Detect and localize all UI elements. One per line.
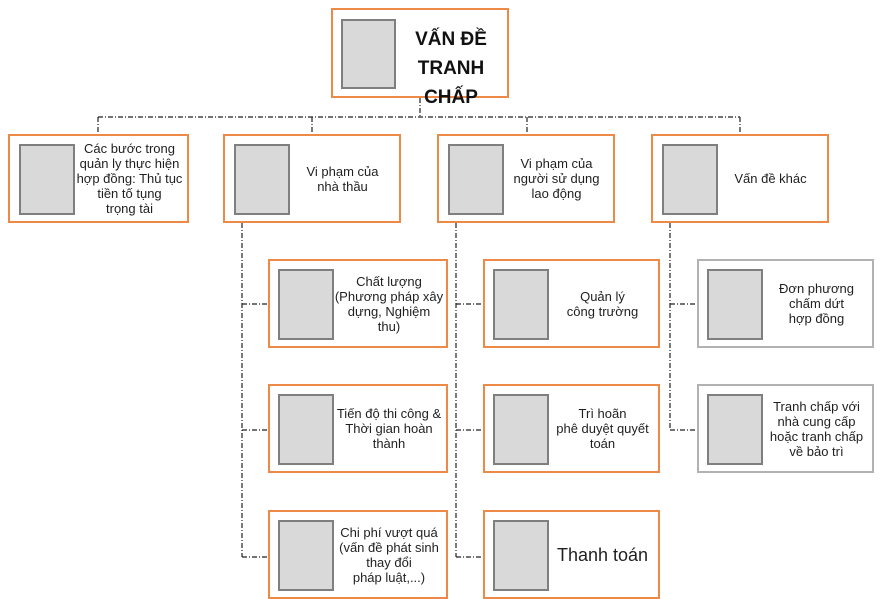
node-payment: Thanh toán (483, 510, 660, 599)
node-quality: Chất lượng (Phương pháp xây dựng, Nghiệm… (268, 259, 448, 348)
image-placeholder (493, 269, 549, 340)
node-label: Tiến độ thi công & Thời gian hoàn thành (336, 406, 442, 451)
root-title: VẤN ĐỀ TRANH CHẤP (415, 29, 487, 108)
node-schedule: Tiến độ thi công & Thời gian hoàn thành (268, 384, 448, 473)
node-label: Các bước trong quản ly thực hiện hợp đồn… (76, 141, 183, 216)
node-label: Quản lý công trường (566, 288, 639, 319)
image-placeholder (278, 394, 334, 465)
node-label: Tranh chấp với nhà cung cấp hoặc tranh c… (769, 398, 864, 459)
image-placeholder (19, 144, 75, 215)
node-approval-delay: Trì hoãn phê duyệt quyết toán (483, 384, 660, 473)
image-placeholder (278, 269, 334, 340)
image-placeholder (493, 520, 549, 591)
node-cost-overrun: Chi phí vượt quá (vấn đề phát sinh thay … (268, 510, 448, 599)
node-employer-violation: Vi phạm của người sử dụng lao động (437, 134, 615, 223)
image-placeholder (662, 144, 718, 215)
node-label: Vi phạm của người sử dụng lao động (513, 156, 600, 201)
image-placeholder (707, 269, 763, 340)
node-label: Thanh toán (556, 544, 649, 565)
node-label: Vấn đề khác (734, 171, 807, 186)
image-placeholder (493, 394, 549, 465)
node-other-issues: Vấn đề khác (651, 134, 829, 223)
node-contract-steps: Các bước trong quản ly thực hiện hợp đồn… (8, 134, 189, 223)
root-node: VẤN ĐỀ TRANH CHẤP (331, 8, 509, 108)
node-label: Trì hoãn phê duyệt quyết toán (556, 406, 649, 451)
image-placeholder (341, 19, 396, 89)
image-placeholder (448, 144, 504, 215)
image-placeholder (278, 520, 334, 591)
node-label: Vi phạm của nhà thầu (306, 163, 379, 194)
node-label: Chất lượng (Phương pháp xây dựng, Nghiệm… (334, 273, 444, 334)
image-placeholder (234, 144, 290, 215)
node-label: Đơn phương chấm dứt hợp đồng (779, 281, 854, 326)
node-unilateral-termination: Đơn phương chấm dứt hợp đồng (697, 259, 874, 348)
node-site-management: Quản lý công trường (483, 259, 660, 348)
node-supplier-dispute: Tranh chấp với nhà cung cấp hoặc tranh c… (697, 384, 874, 473)
node-label: Chi phí vượt quá (vấn đề phát sinh thay … (339, 524, 439, 585)
image-placeholder (707, 394, 763, 465)
node-contractor-violation: Vi phạm của nhà thầu (223, 134, 401, 223)
